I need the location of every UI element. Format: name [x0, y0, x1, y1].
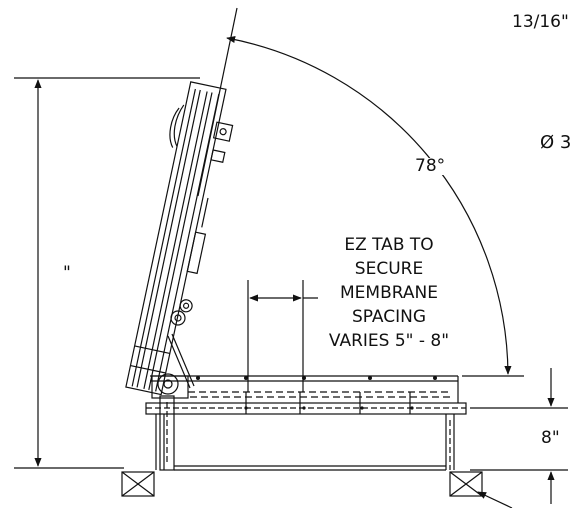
curb [145, 375, 467, 471]
curb-height-label: 8" [541, 428, 560, 448]
leader-line [477, 491, 513, 508]
angle-label: 78° [413, 156, 448, 176]
diameter-label: Ø 3 [540, 132, 572, 153]
top-fraction-label: 13/16" [512, 12, 569, 32]
note-line: MEMBRANE [318, 281, 460, 305]
overall-height-label: " [63, 263, 71, 283]
base-block-right [449, 471, 483, 497]
hinge-assembly [151, 310, 195, 399]
base-block-left [121, 471, 155, 497]
note-line: VARIES 5" - 8" [318, 329, 460, 353]
note-line: EZ TAB TO [344, 235, 434, 255]
overall-height-dimension [14, 77, 200, 469]
note-line: SPACING [351, 307, 427, 327]
open-lid [125, 81, 234, 396]
curb-height-dimension [462, 368, 568, 504]
ez-tab-note: EZ TAB TO SECURE MEMBRANE SPACING VARIES… [318, 233, 460, 353]
tab-spacing-dimension [247, 280, 322, 392]
note-line: SECURE [354, 259, 424, 279]
